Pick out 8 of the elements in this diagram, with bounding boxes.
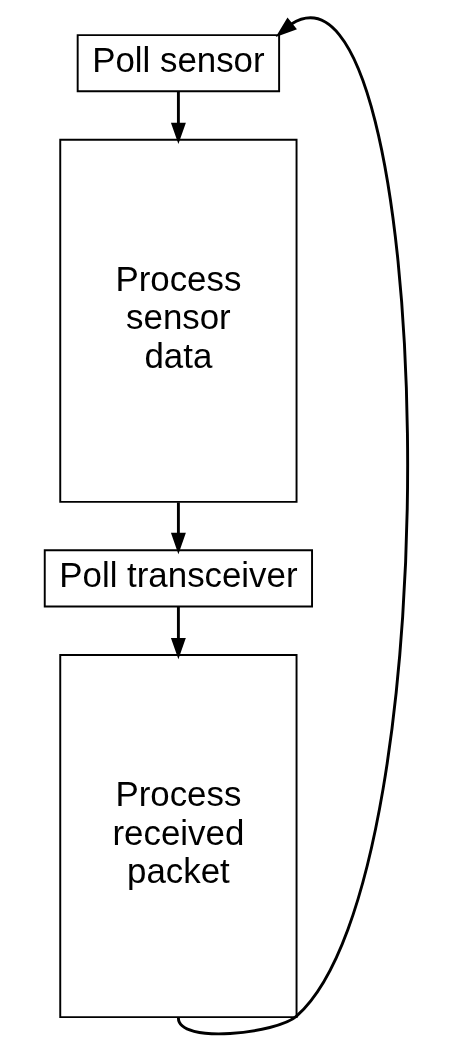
node-box: Process sensor data [58, 138, 298, 503]
arrow [170, 502, 186, 555]
arrow [170, 606, 186, 660]
arrow [176, 17, 409, 1036]
node-box: Process received packet [58, 653, 298, 1019]
node-box: Poll transceiver [43, 549, 313, 608]
node-box: Poll sensor [76, 34, 280, 93]
arrow [170, 91, 186, 145]
